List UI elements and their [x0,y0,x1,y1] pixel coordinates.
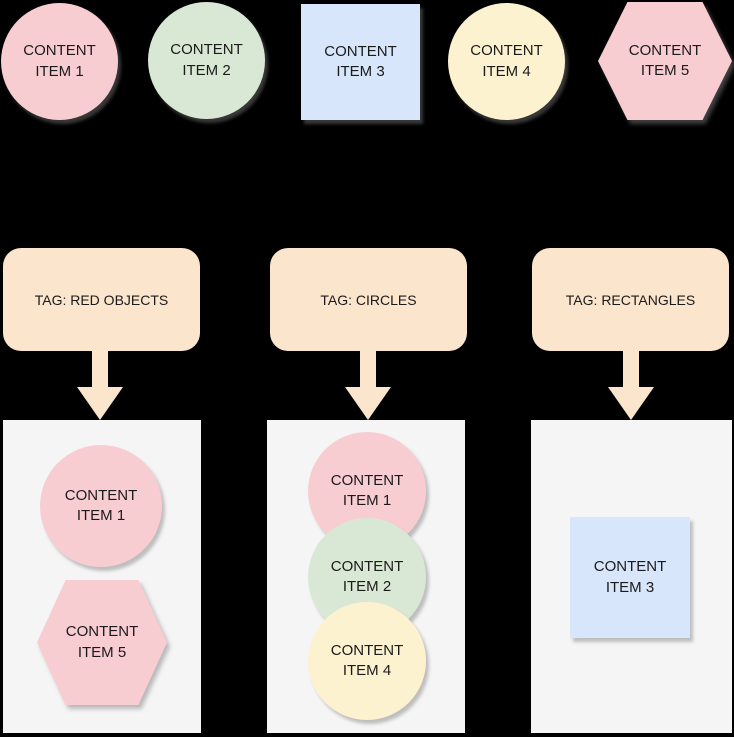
content-item-2-node: CONTENT ITEM 2 [148,2,265,119]
content-item-label: CONTENT ITEM 1 [330,471,404,509]
group-container-rectangles: CONTENT ITEM 3 [531,420,732,733]
member-content-item-3: CONTENT ITEM 3 [570,517,690,638]
content-item-label: CONTENT ITEM 2 [170,41,243,79]
content-item-4-node: CONTENT ITEM 4 [448,3,565,120]
arrow-down-icon [608,351,654,420]
arrow-down-icon [77,351,123,420]
content-item-label: CONTENT ITEM 5 [65,623,139,661]
hexagon-shape: CONTENT ITEM 5 [37,580,167,705]
content-item-label: CONTENT ITEM 4 [330,641,404,679]
member-content-item-5: CONTENT ITEM 5 [37,580,167,705]
content-item-label: CONTENT ITEM 1 [64,486,138,524]
tag-node-circles: TAG: CIRCLES [270,248,467,351]
content-item-label: CONTENT ITEM 1 [23,42,96,80]
group-container-red-objects: CONTENT ITEM 1 CONTENT ITEM 5 [3,420,201,733]
content-item-label: CONTENT ITEM 3 [593,558,667,596]
member-content-item-4: CONTENT ITEM 4 [308,602,426,720]
arrow-head [77,387,123,420]
arrow-shaft [623,351,639,387]
content-item-1-node: CONTENT ITEM 1 [1,3,118,120]
member-content-item-1: CONTENT ITEM 1 [40,445,162,567]
content-item-5-node: CONTENT ITEM 5 [598,2,732,120]
tag-label: TAG: CIRCLES [320,291,417,308]
content-item-label: CONTENT ITEM 3 [324,42,397,80]
tag-node-red-objects: TAG: RED OBJECTS [3,248,200,351]
arrow-down-icon [345,351,391,420]
arrow-head [345,387,391,420]
tag-node-rectangles: TAG: RECTANGLES [532,248,729,351]
arrow-head [608,387,654,420]
tag-label: TAG: RECTANGLES [565,291,696,308]
group-container-circles: CONTENT ITEM 1 CONTENT ITEM 2 CONTENT IT… [267,420,465,733]
content-item-3-node: CONTENT ITEM 3 [301,4,420,120]
tag-label: TAG: RED OBJECTS [34,291,169,308]
content-item-label: CONTENT ITEM 2 [330,557,404,595]
content-item-label: CONTENT ITEM 5 [628,41,702,79]
arrow-shaft [92,351,108,387]
content-item-label: CONTENT ITEM 4 [470,42,543,80]
hexagon-shape: CONTENT ITEM 5 [598,2,732,120]
arrow-shaft [360,351,376,387]
